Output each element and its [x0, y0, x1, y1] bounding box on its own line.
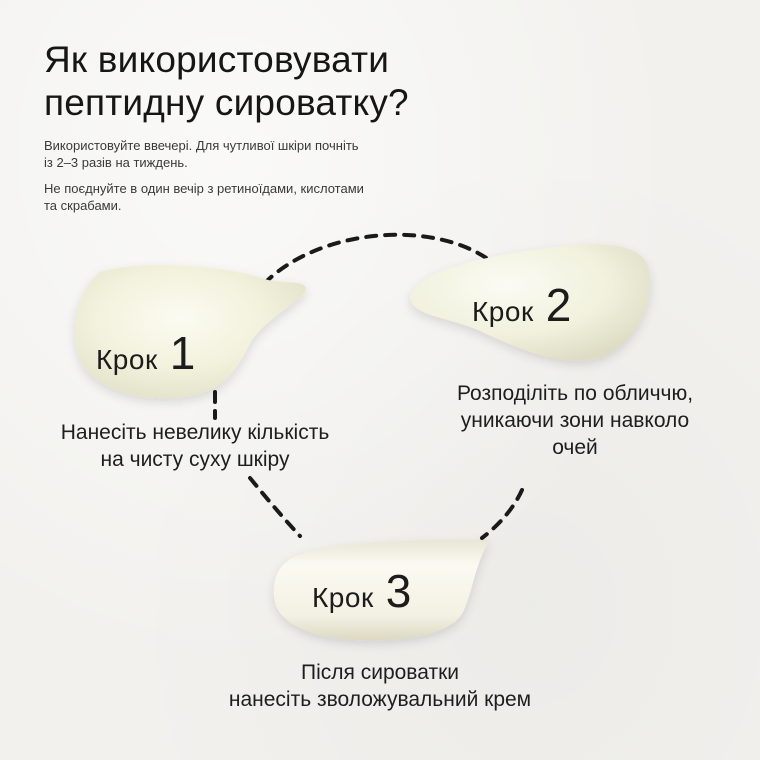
dashed-arc-right — [480, 488, 524, 540]
step-3-description: Після сироватки нанесіть зволожувальний … — [170, 659, 590, 713]
step-2-label: Крок 2 — [472, 282, 571, 328]
step-1-label: Крок 1 — [96, 330, 195, 376]
step-word: Крок — [96, 344, 158, 375]
title-line-2: пептидну сироватку? — [44, 82, 409, 123]
dashed-arc-top — [250, 232, 494, 300]
description-line: уникаючи зони навколо — [460, 409, 690, 432]
description-line: Нанесіть невелику кількість — [60, 421, 330, 444]
description-line: нанесіть зволожувальний крем — [228, 688, 532, 711]
step-word: Крок — [312, 582, 374, 613]
intro-paragraph-usage: Використовуйте ввечері. Для чутливої шкі… — [44, 137, 474, 171]
step-number: 2 — [545, 279, 572, 331]
description-line: Після сироватки — [301, 661, 459, 684]
description-line: на чисту суху шкіру — [100, 448, 290, 471]
step-1-description: Нанесіть невелику кількість на чисту сух… — [20, 419, 370, 473]
step-word: Крок — [472, 296, 534, 327]
cream-smear-2 — [410, 244, 651, 361]
dashed-arc-left — [213, 390, 302, 538]
step-3-label: Крок 3 — [312, 568, 411, 614]
step-2-description: Розподіліть по обличчю, уникаючи зони на… — [410, 380, 740, 461]
dashed-circular-path — [213, 232, 524, 540]
description-line: Розподіліть по обличчю, — [456, 382, 694, 405]
intro-line: Використовуйте ввечері. Для чутливої шкі… — [44, 138, 359, 153]
step-number: 3 — [385, 565, 412, 617]
step-number: 1 — [169, 327, 196, 379]
intro-paragraph-warning: Не поєднуйте в один вечір з ретиноїдами,… — [44, 180, 474, 214]
title-line-1: Як використовувати — [44, 39, 390, 80]
page-title: Як використовувати пептидну сироватку? — [44, 38, 604, 124]
intro-line: та скрабами. — [44, 198, 122, 213]
description-line: очей — [552, 436, 598, 459]
cream-smear-3 — [273, 540, 490, 641]
intro-line: Не поєднуйте в один вечір з ретиноїдами,… — [44, 181, 364, 196]
intro-line: із 2–3 разів на тиждень. — [44, 155, 188, 170]
cream-smear-1 — [75, 265, 306, 399]
